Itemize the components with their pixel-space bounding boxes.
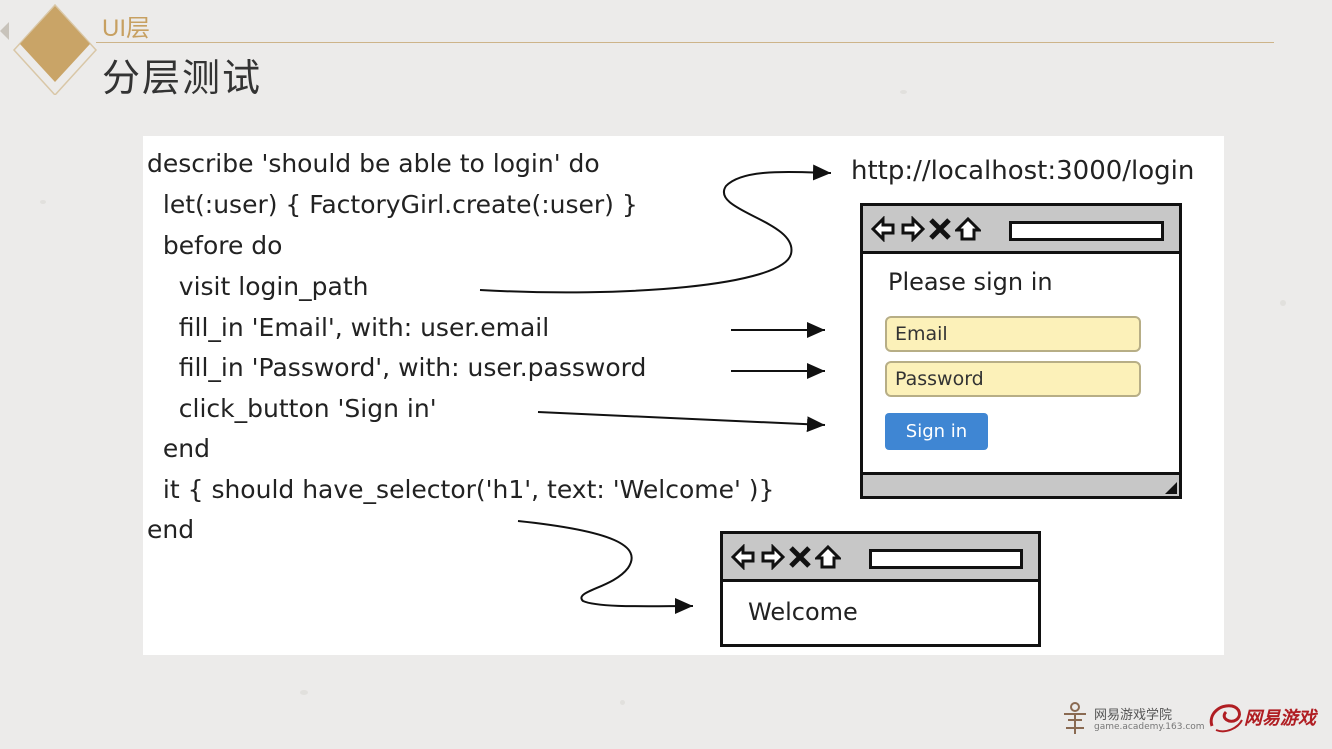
netease-games-logo: 网易游戏 [1206, 700, 1316, 740]
welcome-heading: Welcome [748, 598, 858, 626]
code-line: end [147, 515, 195, 544]
code-line: click_button 'Sign in' [147, 394, 437, 423]
academy-logo: 网易游戏学院 game.academy.163.com [1060, 700, 1205, 738]
back-icon[interactable] [871, 216, 897, 242]
page-title: 分层测试 [102, 56, 263, 100]
address-bar[interactable] [1009, 221, 1164, 241]
background-texture [620, 700, 625, 705]
url-label: http://localhost:3000/login [851, 156, 1195, 186]
code-line: fill_in 'Password', with: user.password [147, 353, 647, 382]
gold-diamond-logo [12, 3, 98, 95]
browser-toolbar [863, 206, 1179, 254]
address-bar[interactable] [869, 549, 1023, 569]
code-line: before do [147, 231, 283, 260]
netease-swirl-icon [1209, 704, 1243, 733]
section-subtitle: UI层 [102, 15, 150, 42]
signin-button[interactable]: Sign in [885, 413, 988, 450]
close-icon[interactable] [927, 216, 953, 242]
nav-icons [871, 212, 981, 246]
click-arrow [537, 411, 826, 433]
password-field[interactable]: Password [885, 361, 1141, 397]
browser-toolbar [723, 534, 1038, 582]
background-texture [900, 90, 907, 94]
code-line: let(:user) { FactoryGirl.create(:user) } [147, 190, 638, 219]
academy-emblem-icon [1064, 702, 1086, 734]
forward-icon[interactable] [899, 216, 925, 242]
home-icon[interactable] [815, 544, 841, 570]
email-field[interactable]: Email [885, 316, 1141, 352]
code-line: visit login_path [147, 272, 369, 301]
code-line: fill_in 'Email', with: user.email [147, 313, 550, 342]
nav-icons [731, 540, 841, 574]
visit-arrow [479, 164, 832, 294]
background-texture [300, 690, 308, 695]
code-line: end [147, 434, 210, 463]
games-logo-text: 网易游戏 [1244, 708, 1316, 729]
resize-grip-icon[interactable] [1165, 482, 1177, 494]
content-panel: describe 'should be able to login' do le… [143, 136, 1224, 655]
back-icon[interactable] [731, 544, 757, 570]
close-icon[interactable] [787, 544, 813, 570]
browser-status-bar [863, 472, 1179, 496]
code-line: it { should have_selector('h1', text: 'W… [147, 475, 775, 504]
login-browser-mockup: Please sign in Email Password Sign in [860, 203, 1182, 499]
background-texture [1280, 300, 1286, 306]
background-texture [40, 200, 46, 204]
signin-heading: Please sign in [888, 268, 1053, 296]
previous-slide-icon[interactable] [0, 22, 9, 40]
header-divider [96, 42, 1274, 43]
welcome-browser-mockup: Welcome [720, 531, 1041, 647]
welcome-arrow [517, 520, 694, 615]
code-line: describe 'should be able to login' do [147, 149, 600, 178]
connector-arrows [479, 164, 832, 615]
forward-icon[interactable] [759, 544, 785, 570]
academy-url: game.academy.163.com [1094, 722, 1205, 732]
academy-name: 网易游戏学院 [1094, 708, 1173, 723]
home-icon[interactable] [955, 216, 981, 242]
